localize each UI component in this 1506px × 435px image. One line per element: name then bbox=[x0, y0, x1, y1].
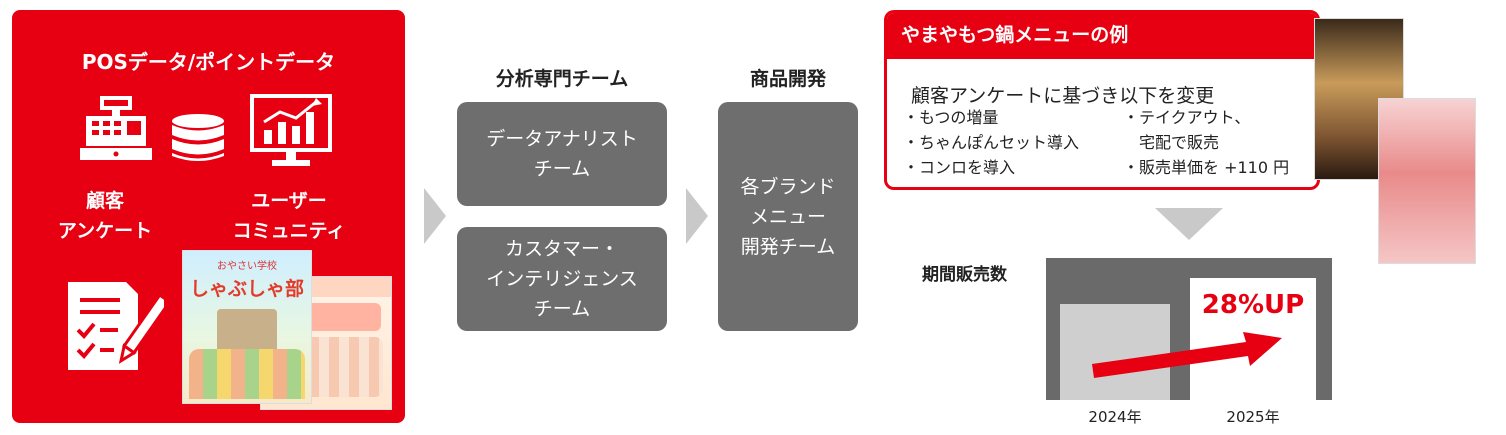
menu-bullets-right: ・テイクアウト、 宅配で販売 ・販売単価を +110 円 bbox=[1123, 105, 1289, 180]
booklet-title: しゃぶしゃ部 bbox=[189, 278, 304, 300]
product-development-title: 商品開発 bbox=[749, 68, 826, 90]
year-label-2025: 2025年 bbox=[1226, 408, 1280, 426]
data-analyst-team-box: データアナリスト チーム bbox=[457, 102, 667, 206]
customer-survey-label: 顧客 アンケート bbox=[57, 190, 153, 242]
year-label-2024: 2024年 bbox=[1088, 408, 1142, 426]
brand-menu-dev-team-box: 各ブランド メニュー 開発チーム bbox=[718, 102, 858, 331]
growth-arrow bbox=[1092, 332, 1282, 378]
bullet-item: ・コンロを導入 bbox=[903, 158, 1016, 177]
bullet-item: 宅配で販売 bbox=[1123, 133, 1220, 152]
bar-2024 bbox=[1060, 304, 1170, 400]
bullet-item: ・テイクアウト、 bbox=[1123, 108, 1251, 127]
customer-intelligence-team-box: カスタマー・ インテリジェンス チーム bbox=[457, 227, 667, 331]
menu-bullets-left: ・もつの増量 ・ちゃんぽんセット導入 ・コンロを導入 bbox=[903, 105, 1079, 180]
flow-arrow-1 bbox=[424, 188, 446, 244]
period-sales-label: 期間販売数 bbox=[922, 265, 1007, 285]
community-booklet-front: おやさい学校 しゃぶしゃ部 bbox=[182, 250, 312, 404]
monitor-chart-icon bbox=[250, 94, 332, 166]
database-icon bbox=[172, 114, 224, 161]
bullet-item: ・ちゃんぽんセット導入 bbox=[903, 133, 1080, 152]
flow-arrow-2 bbox=[686, 188, 708, 244]
user-community-label: ユーザー コミュニティ bbox=[232, 190, 346, 242]
down-arrow bbox=[1155, 208, 1223, 240]
pos-point-data-title: POSデータ/ポイントデータ bbox=[81, 50, 336, 74]
menu-example-box: やまやもつ鍋メニューの例 顧客アンケートに基づき以下を変更 ・もつの増量 ・ちゃ… bbox=[884, 10, 1320, 190]
menu-example-header: やまやもつ鍋メニューの例 bbox=[887, 13, 1317, 59]
survey-form-icon bbox=[68, 282, 164, 370]
bullet-item: ・もつの増量 bbox=[903, 108, 999, 127]
menu-example-subtitle: 顧客アンケートに基づき以下を変更 bbox=[911, 85, 1215, 107]
dessert-flyer-image bbox=[1378, 98, 1476, 264]
analysis-team-title: 分析専門チーム bbox=[495, 68, 629, 90]
booklet-tag: おやさい学校 bbox=[217, 261, 277, 272]
cash-register-icon bbox=[80, 96, 152, 160]
data-sources-panel: POSデータ/ポイントデータ bbox=[12, 10, 405, 423]
increase-label: 28%UP bbox=[1201, 290, 1305, 320]
bullet-item: ・販売単価を +110 円 bbox=[1123, 158, 1290, 177]
